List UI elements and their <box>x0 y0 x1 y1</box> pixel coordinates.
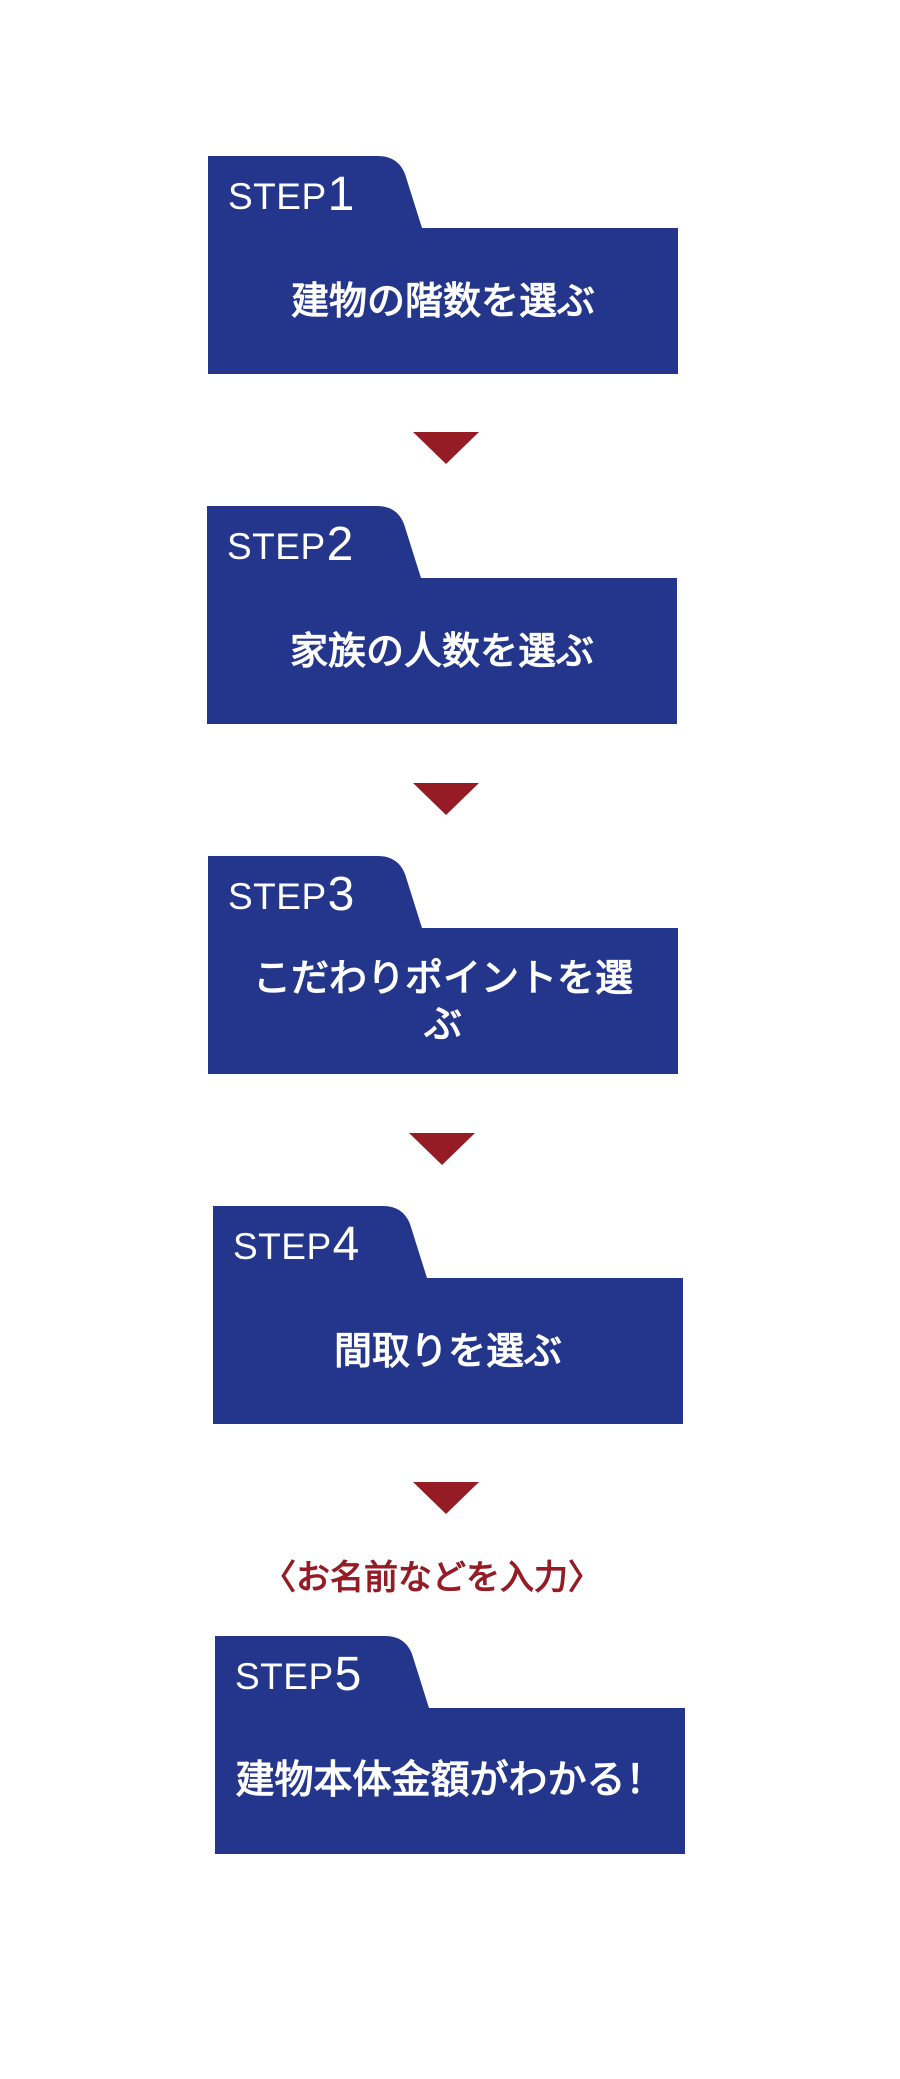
step-card-4: STEP4 間取りを選ぶ <box>213 1206 683 1424</box>
step-title: 建物の階数を選ぶ <box>290 279 595 323</box>
step-prefix: STEP <box>227 526 326 567</box>
step-card-shape <box>208 856 678 1074</box>
down-triangle-icon <box>413 432 479 464</box>
step-title: 間取りを選ぶ <box>333 1329 562 1373</box>
step-card-shape <box>207 506 677 724</box>
step-card-shape <box>215 1636 685 1854</box>
step-card-3: STEP3 こだわりポイントを選ぶ <box>208 856 678 1074</box>
step-title: 建物本体金額がわかる！ <box>235 1758 665 1803</box>
step-label: STEP1 <box>228 170 355 220</box>
step-label: STEP3 <box>228 870 355 920</box>
step-card-shape <box>213 1206 683 1424</box>
input-name-note: 〈お名前などを入力〉 <box>262 1558 602 1598</box>
step-number: 5 <box>334 1648 362 1701</box>
step-card-2: STEP2 家族の人数を選ぶ <box>207 506 677 724</box>
step-number: 2 <box>326 518 354 571</box>
step-card-5: STEP5 建物本体金額がわかる！ <box>215 1636 685 1854</box>
down-triangle-icon <box>409 1133 475 1165</box>
step-prefix: STEP <box>228 176 327 217</box>
step-title: 家族の人数を選ぶ <box>289 629 594 673</box>
step-number: 4 <box>332 1218 360 1271</box>
step-prefix: STEP <box>228 876 327 917</box>
step-card-shape <box>208 156 678 374</box>
step-card-1: STEP1 建物の階数を選ぶ <box>208 156 678 374</box>
step-prefix: STEP <box>233 1226 332 1267</box>
down-triangle-icon <box>413 1482 479 1514</box>
down-triangle-icon <box>413 783 479 815</box>
step-prefix: STEP <box>235 1656 334 1697</box>
step-title: こだわりポイントを選ぶ <box>252 956 633 1046</box>
step-number: 3 <box>327 868 355 921</box>
step-number: 1 <box>327 168 355 221</box>
step-label: STEP2 <box>227 520 354 570</box>
step-label: STEP4 <box>233 1220 360 1270</box>
step-label: STEP5 <box>235 1650 362 1700</box>
